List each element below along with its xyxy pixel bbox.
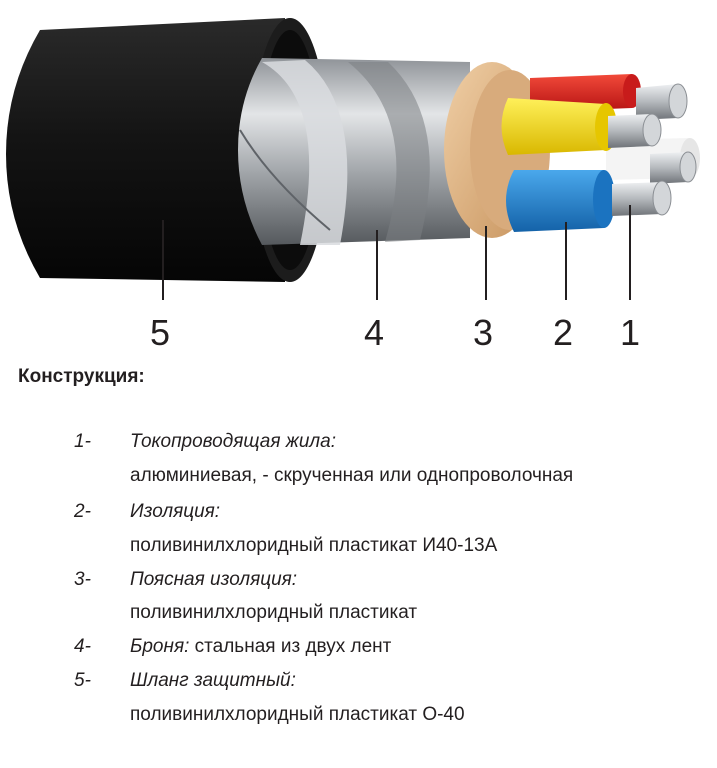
list-item: 3- Поясная изоляция: [74,570,297,589]
item-description: алюминиевая, - скрученная или однопровол… [130,465,574,486]
item-term: Токопроводящая жила: [130,431,336,452]
item-number: 3- [74,569,91,590]
callout-leader-lines [162,205,631,300]
item-description: поливинилхлоридный пластикат О-40 [130,704,465,725]
item-description: поливинилхлоридный пластикат И40-13А [130,535,498,556]
item-number: 2- [74,501,91,522]
aluminium-conductors [608,83,697,216]
callout-4: 4 [364,312,385,353]
item-term: Поясная изоляция: [130,569,298,590]
callout-3: 3 [473,312,494,353]
callout-5: 5 [150,312,171,353]
list-item: 1- Токопроводящая жила: [74,432,336,451]
callout-2: 2 [553,312,574,353]
list-item: 4- Броня: стальная из двух лент [74,637,391,656]
item-term: Шланг защитный: [130,670,296,691]
item-number: 4- [74,636,91,657]
steel-armor-tapes [238,58,470,245]
item-term: Изоляция: [130,501,221,522]
item-inline-description: стальная из двух лент [189,636,392,657]
item-description: поливинилхлоридный пластикат [130,602,418,623]
cable-cross-section-illustration [6,18,700,300]
item-number: 5- [74,670,91,691]
list-item: 2- Изоляция: [74,502,220,521]
callout-1: 1 [620,312,641,353]
item-term: Броня: [130,636,190,657]
list-item: 5- Шланг защитный: [74,671,296,690]
item-number: 1- [74,431,91,452]
section-title: Конструкция: [18,366,145,387]
